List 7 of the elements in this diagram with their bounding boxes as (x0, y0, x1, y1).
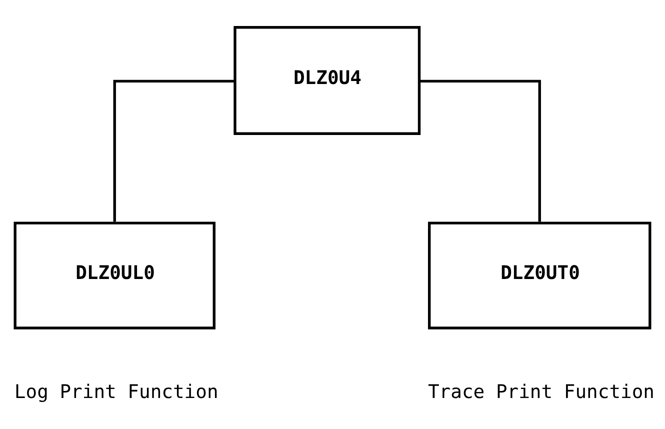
connector (113, 79, 235, 222)
node-label: Log Print Function (14, 382, 218, 403)
node-box: DLZ0U4 (234, 26, 421, 134)
node-box: DLZ0UT0 (428, 221, 652, 329)
node-label: Trace Print Function (428, 382, 655, 403)
node-box: DLZ0UL0 (14, 221, 216, 329)
connector (420, 79, 541, 222)
